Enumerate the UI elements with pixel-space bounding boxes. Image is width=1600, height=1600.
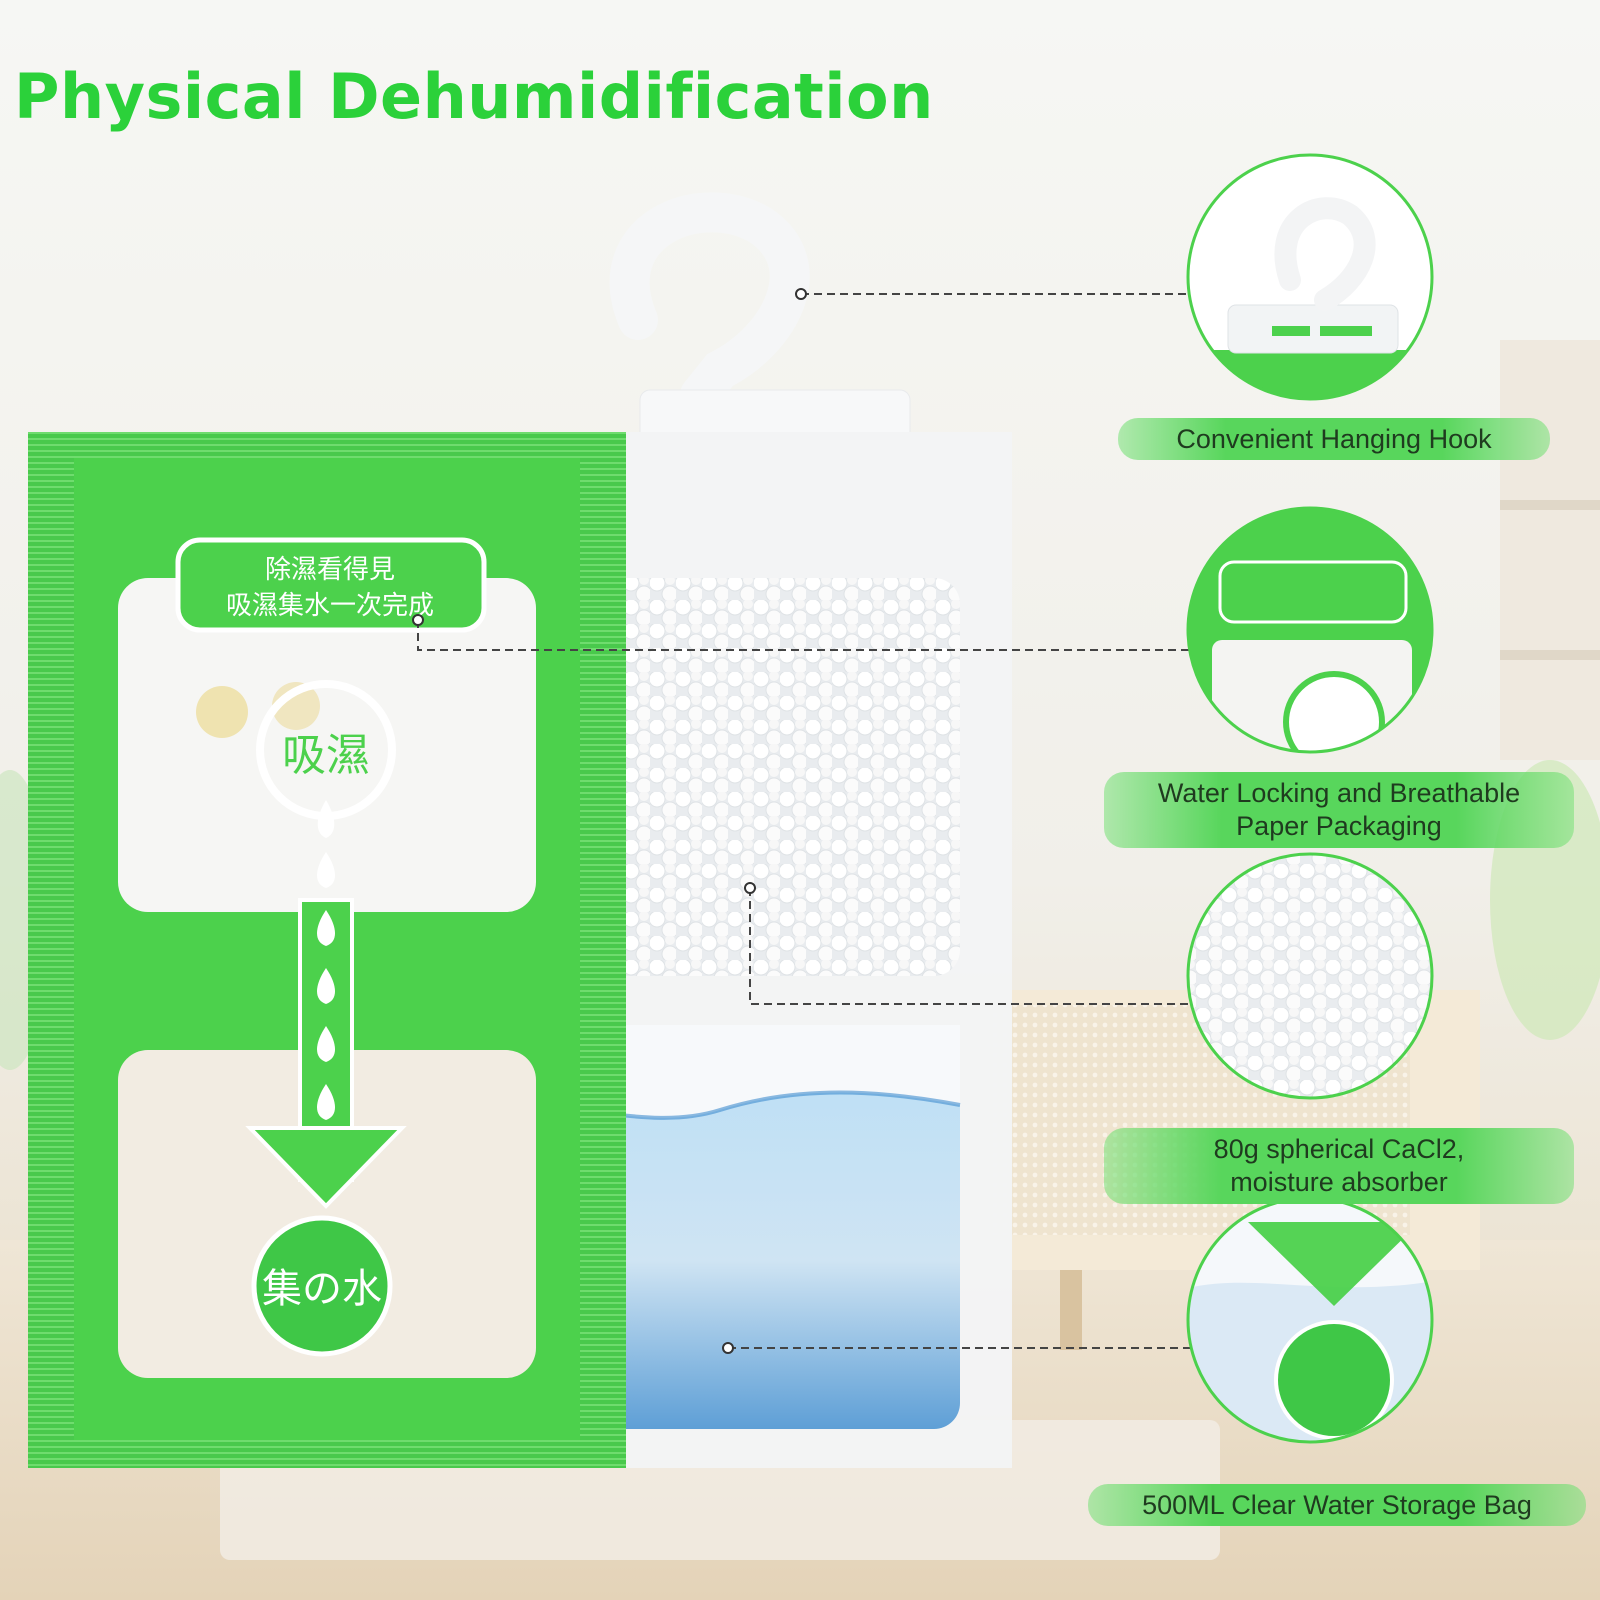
detail-beads-frame [1186, 852, 1434, 1100]
cabinet-leg [1060, 1270, 1082, 1350]
feature-label-hook: Convenient Hanging Hook [1118, 418, 1550, 460]
feature-label-water-bag: 500ML Clear Water Storage Bag [1088, 1484, 1586, 1526]
detail-packaging [1188, 508, 1432, 752]
shelf-board [1500, 500, 1600, 510]
feature-label-packaging: Water Locking and Breathable Paper Packa… [1104, 772, 1574, 848]
detail-hook [1188, 155, 1432, 399]
absorb-text: 吸濕 [282, 730, 370, 781]
detail-beads [1188, 854, 1432, 1098]
detail-water-bag [1188, 1198, 1432, 1442]
shelf-board [1500, 650, 1600, 660]
detail-packaging-frame [1186, 506, 1434, 754]
callout-dots [412, 288, 807, 1354]
page-title: Physical Dehumidification [14, 60, 934, 133]
shelf [1500, 340, 1600, 760]
feature-label-calcium-chloride: 80g spherical CaCl2, moisture absorber [1104, 1128, 1574, 1204]
green-bag: 除濕看得見 吸濕集水一次完成 吸濕 集の水 [28, 432, 626, 1468]
callout-connectors [417, 293, 1210, 1349]
collect-text: 集の水 [262, 1266, 382, 1312]
bag-banner-line1: 除濕看得見 [265, 555, 395, 585]
bag-banner-line2: 吸濕集水一次完成 [226, 591, 434, 621]
detail-hook-frame [1186, 153, 1434, 401]
